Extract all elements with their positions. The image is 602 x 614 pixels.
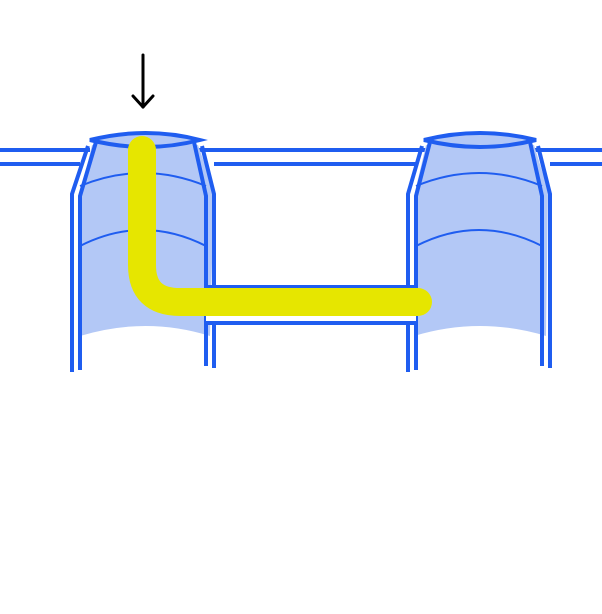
cavity-right-rim [423,131,537,149]
cavity-right-band-2 [415,229,543,247]
down-arrow-head-left [131,94,145,109]
cavity-left-wall-left [78,141,98,370]
cavity-right-wall-right-outer [536,145,552,368]
cavity-right-fill [414,140,548,336]
cavity-right-band-1 [415,172,543,187]
highlight-path [128,136,432,316]
plate-lines [0,148,602,166]
down-arrow-head-right [141,94,155,109]
down-arrow-icon [131,53,155,109]
cavity-right-wall-right [528,141,544,366]
cavity-right [406,131,552,372]
cavity-left-wall-left-outer [70,145,90,372]
